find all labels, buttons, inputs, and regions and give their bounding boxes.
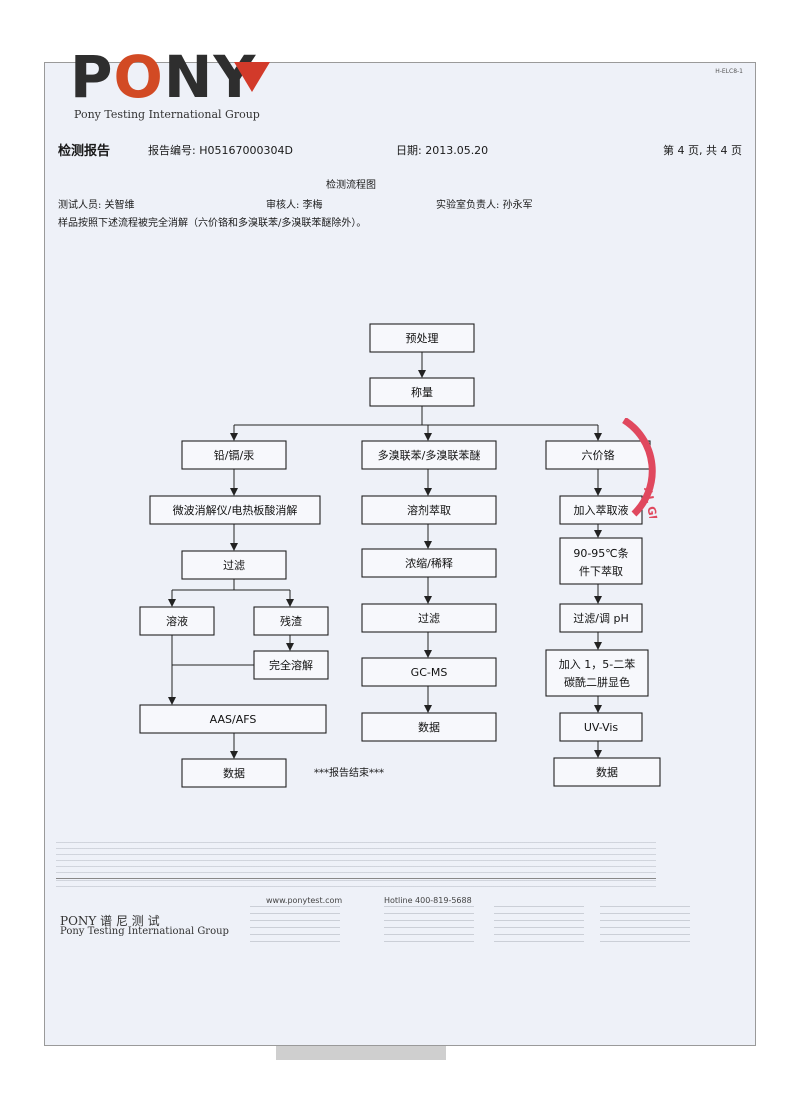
gc-ms-label: GC-MS — [411, 666, 448, 679]
page-bottom-tab — [276, 1046, 446, 1060]
concentrate-label: 浓缩/稀释 — [405, 557, 453, 570]
reagent-line2: 碳酰二肼显色 — [564, 675, 630, 689]
heat-extract-line1: 90-95℃条 — [573, 546, 628, 560]
footer-brand-en: Pony Testing International Group — [60, 926, 229, 937]
address-shenzhen — [494, 906, 584, 946]
middle-header-box — [361, 440, 497, 470]
logo-subtitle: Pony Testing International Group — [74, 108, 260, 121]
microwave-digest-box — [149, 495, 321, 525]
uv-vis-label: UV-Vis — [584, 721, 619, 734]
solution-label: 溶液 — [166, 614, 188, 628]
reagent-box — [545, 649, 649, 697]
add-extractant-label: 加入萃取液 — [574, 503, 629, 517]
middle-filter-box — [361, 603, 497, 633]
aas-afs-label: AAS/AFS — [210, 713, 257, 726]
company-stamp: AL GROU — [622, 418, 658, 518]
pbb-pbde-label: 多溴联苯/多溴联苯醚 — [378, 448, 481, 462]
address-beijing — [250, 906, 340, 946]
aas-afs-box — [139, 704, 327, 734]
lab-lead-name: 实验室负责人: 孙永军 — [436, 200, 533, 211]
full-digest-label: 完全溶解 — [269, 658, 313, 672]
footer-brand-cn: PONY 谱 尼 测 试 — [60, 914, 160, 928]
left-filter-label: 过滤 — [223, 559, 245, 572]
solution-box — [139, 606, 215, 636]
heat-extract-line2: 件下萃取 — [579, 565, 623, 578]
right-data-box — [553, 757, 661, 787]
left-data-box — [181, 758, 287, 788]
report-end-marker: ***报告结束*** — [314, 768, 384, 779]
stamp-text: AL GROU — [641, 486, 658, 518]
report-date: 日期: 2013.05.20 — [396, 144, 489, 157]
report-title: 检测报告 — [58, 144, 111, 159]
logo-triangle-icon — [234, 62, 270, 92]
address-qingdao — [600, 906, 690, 946]
hexavalent-chromium-label: 六价铬 — [582, 448, 615, 462]
footer-hotline: Hotline 400-819-5688 — [384, 896, 472, 905]
report-number: 报告编号: H05167000304D — [148, 144, 293, 157]
add-extractant-box — [559, 495, 643, 525]
tester-name: 测试人员: 关智维 — [58, 200, 135, 211]
left-data-label: 数据 — [223, 766, 245, 780]
residue-box — [253, 606, 329, 636]
digestion-note: 样品按照下述流程被完全消解（六价铬和多溴联苯/多溴联苯醚除外）。 — [58, 218, 367, 229]
full-digest-box — [253, 650, 329, 680]
pony-logo: PONY — [70, 43, 257, 111]
footer-website: www.ponytest.com — [266, 896, 343, 905]
reviewer-name: 审核人: 李梅 — [266, 200, 323, 211]
remark-text — [56, 880, 656, 892]
document-code: H-ELC8-1 — [715, 68, 743, 75]
footer-divider — [56, 878, 656, 879]
legal-disclaimer-text — [56, 842, 656, 876]
middle-data-box — [361, 712, 497, 742]
concentrate-box — [361, 548, 497, 578]
microwave-digest-label: 微波消解仪/电热板酸消解 — [173, 503, 298, 517]
filter-ph-label: 过滤/调 pH — [573, 612, 628, 625]
lead-cadmium-mercury-label: 铅/镉/汞 — [214, 448, 254, 462]
middle-filter-label: 过滤 — [418, 612, 440, 625]
pretreat-label: 预处理 — [406, 332, 439, 345]
page-counter: 第 4 页, 共 4 页 — [663, 144, 742, 157]
heat-extract-box — [559, 537, 643, 585]
address-shanghai — [384, 906, 474, 946]
weigh-label: 称量 — [411, 385, 433, 399]
filter-ph-box — [559, 603, 643, 633]
weigh-box — [369, 377, 475, 407]
gc-ms-box — [361, 657, 497, 687]
residue-label: 残渣 — [280, 614, 302, 628]
left-filter-box — [181, 550, 287, 580]
solvent-extract-box — [361, 495, 497, 525]
middle-data-label: 数据 — [418, 720, 440, 734]
right-data-label: 数据 — [596, 765, 618, 779]
solvent-extract-label: 溶剂萃取 — [407, 503, 451, 517]
flowchart-title: 检测流程图 — [326, 180, 376, 191]
reagent-line1: 加入 1，5-二苯 — [559, 657, 635, 671]
uv-vis-box — [559, 712, 643, 742]
